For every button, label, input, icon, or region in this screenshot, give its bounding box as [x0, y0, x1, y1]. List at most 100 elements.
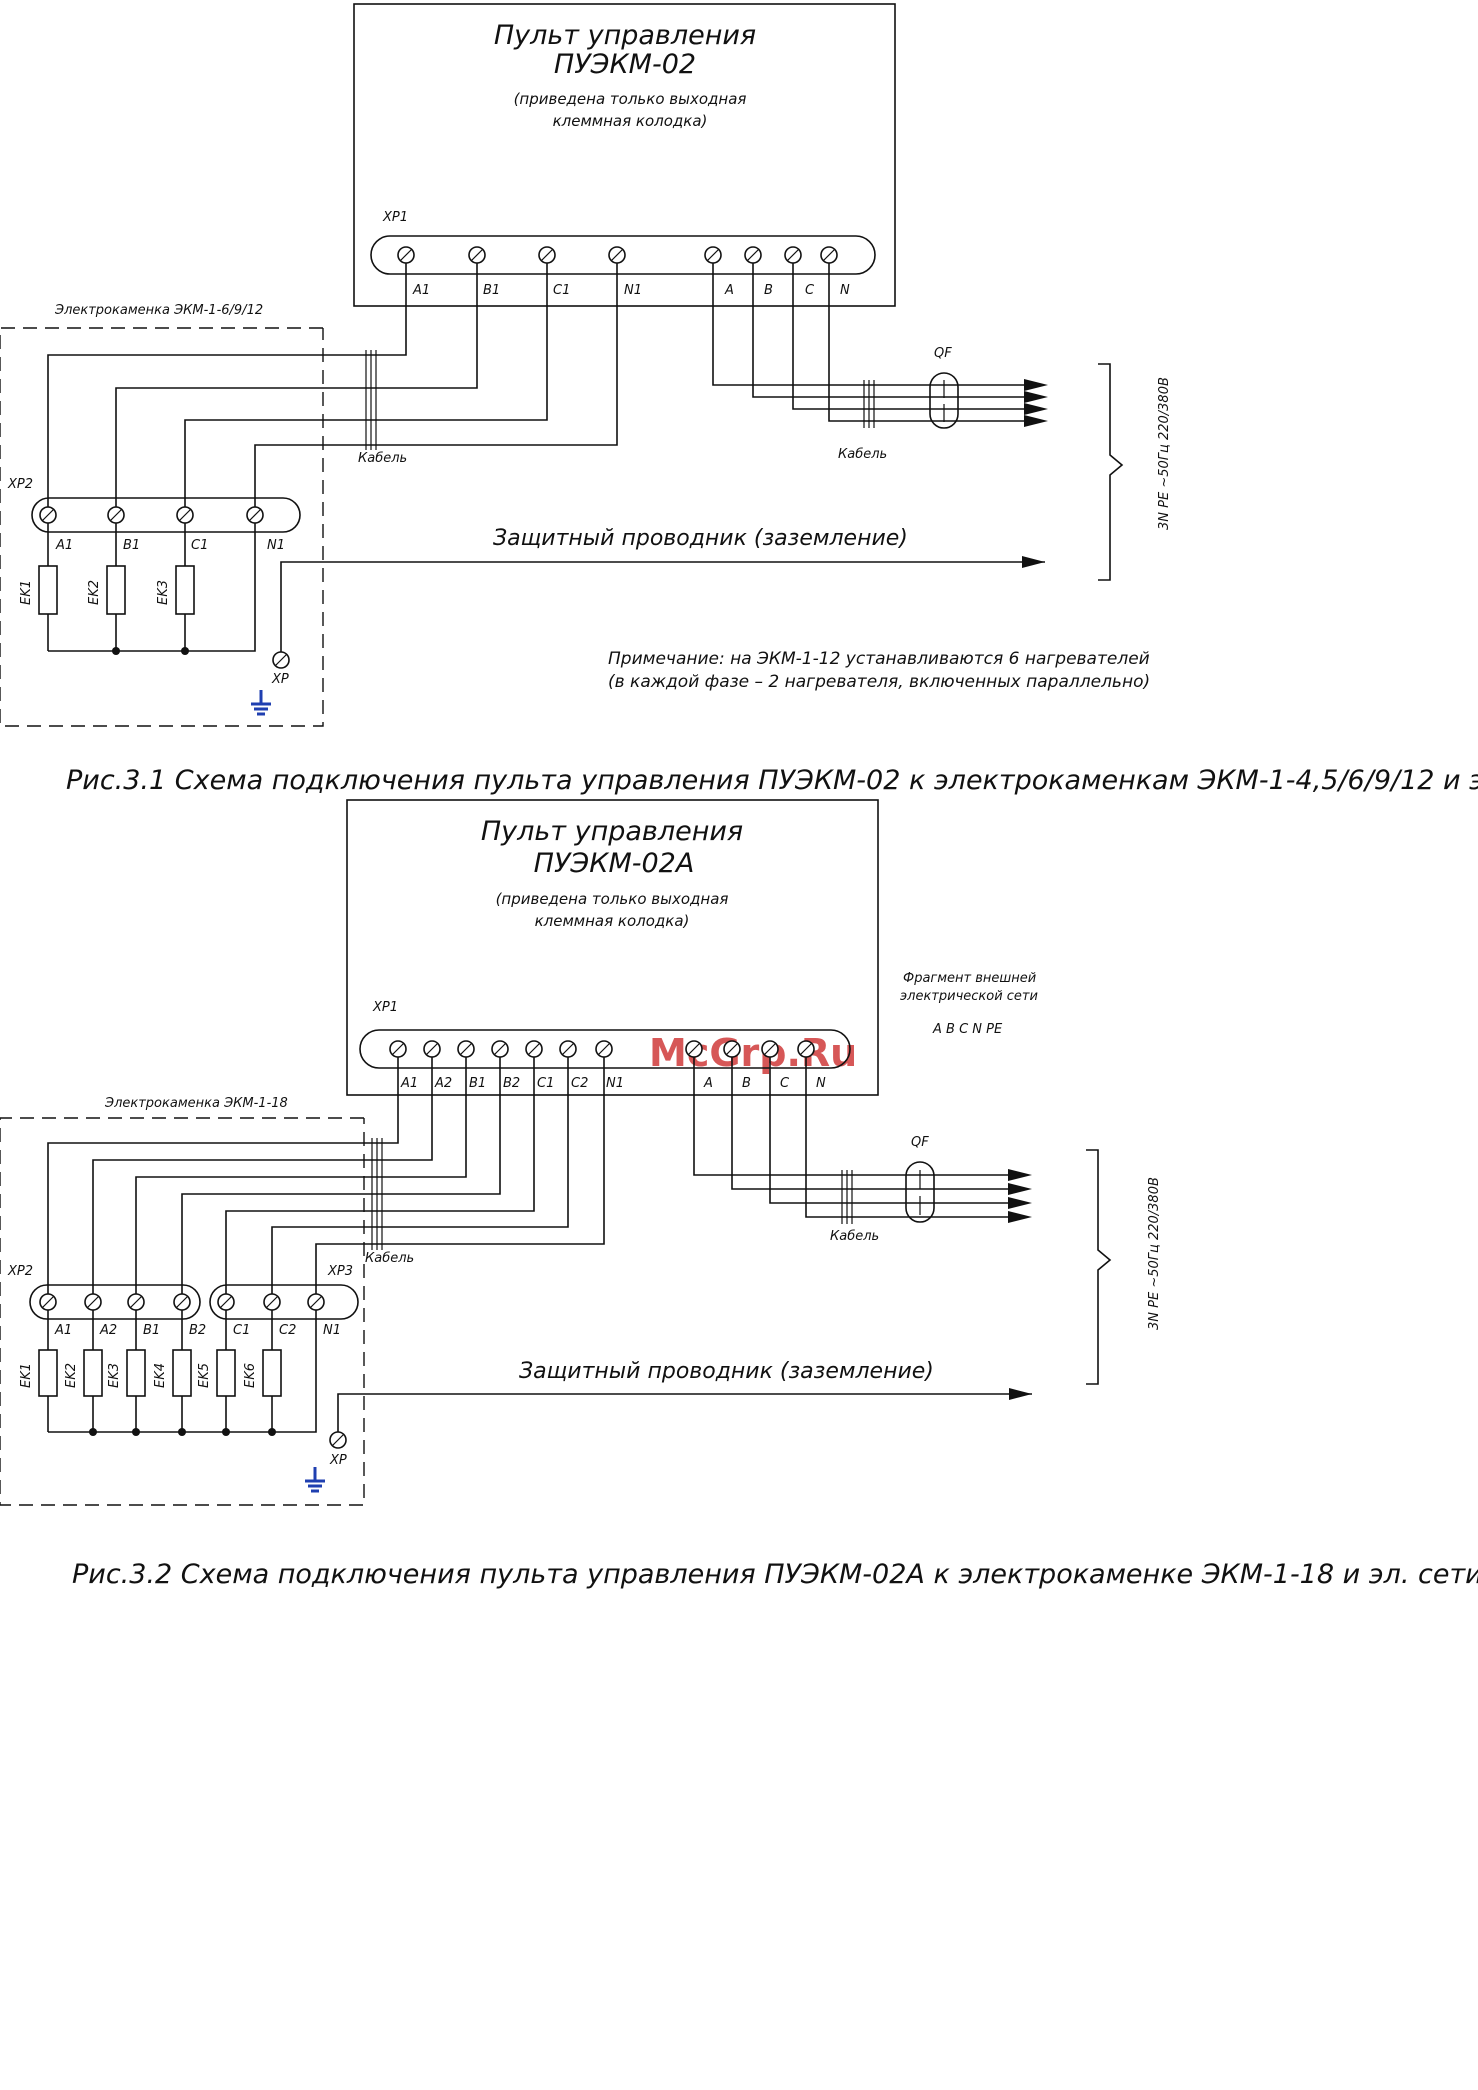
junction-dot: [181, 647, 189, 655]
heater-box-label: Электрокаменка ЭКМ-1-6/9/12: [54, 303, 263, 318]
xp1-term-c1: C1: [553, 283, 570, 298]
supply-label-2: 3N PE ~50Гц 220/380В: [1147, 1177, 1162, 1330]
heater-ek4-2-label: EK4: [153, 1363, 168, 1388]
xp1b-term-b2: B2: [503, 1076, 520, 1091]
circuit-breaker-qf: [929, 372, 959, 429]
ground-terminal-label-2: XP: [329, 1453, 347, 1468]
xp1-term-n: N: [840, 283, 850, 298]
ext-phases: A B C N PE: [932, 1022, 1003, 1037]
xp1-terminals-2: [389, 1040, 815, 1058]
xp1b-term-n1: N1: [606, 1076, 624, 1091]
note-line-2: (в каждой фазе – 2 нагревателя, включенн…: [608, 672, 1150, 692]
xp2-terminals: [39, 506, 264, 524]
protective-conductor: [280, 561, 1045, 652]
heater-wires-2: [47, 1310, 317, 1433]
ext-fragment-2: электрической сети: [900, 989, 1038, 1004]
circuit-breaker-qf-2: [905, 1161, 935, 1223]
xp1-label: XP1: [382, 210, 408, 225]
terminal-strip-xp1-2: [359, 1029, 851, 1069]
xp2-term-n1: N1: [267, 538, 285, 553]
caption-figure-3-2: Рис.3.2 Схема подключения пульта управле…: [72, 1559, 1478, 1590]
cable-wires-left-2: [47, 1057, 605, 1295]
xp3-term-c1: C1: [233, 1323, 250, 1338]
heater-ek5-2: [216, 1349, 236, 1397]
heater-ek1-2: [38, 1349, 58, 1397]
heater-ek2: [106, 565, 126, 615]
heater-ek3: [175, 565, 195, 615]
supply-brace-2: [1086, 1149, 1112, 1385]
heater-ek3-2-label: EK3: [107, 1363, 122, 1388]
cable-label-left: Кабель: [358, 451, 407, 466]
heater-ek5-2-label: EK5: [197, 1363, 212, 1388]
cable-label-right-2: Кабель: [830, 1229, 879, 1244]
junction-dots-2: [89, 1428, 276, 1436]
xp1b-term-n: N: [816, 1076, 826, 1091]
heater-ek2-2-label: EK2: [64, 1363, 79, 1388]
xp1b-term-a1: A1: [400, 1076, 418, 1091]
cable-label-left-2: Кабель: [365, 1251, 414, 1266]
panel2-note-1: (приведена только выходная: [496, 890, 729, 908]
caption-figure-3-1: Рис.3.1 Схема подключения пульта управле…: [66, 765, 1478, 796]
xp2b-term-a1: A1: [54, 1323, 72, 1338]
figure-3-1: Пульт управления ПУЭКМ-02 (приведена тол…: [0, 3, 1478, 796]
heater-ek1-2-label: EK1: [19, 1363, 34, 1388]
junction-dot: [112, 647, 120, 655]
xp1b-term-a: A: [703, 1076, 713, 1091]
panel-title-1: Пульт управления: [494, 20, 756, 51]
cable-wires-left: [47, 263, 618, 507]
heater-ek4-2: [172, 1349, 192, 1397]
protective-label-2: Защитный проводник (заземление): [519, 1359, 934, 1384]
supply-label: 3N PE ~50Гц 220/380В: [1157, 377, 1172, 530]
xp2-term-a1: A1: [55, 538, 73, 553]
terminal-strip-xp2-2: [29, 1284, 201, 1320]
xp2-label: XP2: [7, 477, 33, 492]
xp1b-term-c1: C1: [537, 1076, 554, 1091]
xp2-label-2: XP2: [7, 1264, 33, 1279]
supply-arrows: [1024, 379, 1048, 427]
heater-ek6-2: [262, 1349, 282, 1397]
heater-ek3-2: [126, 1349, 146, 1397]
xp1-term-a: A: [724, 283, 734, 298]
qf-label: QF: [934, 346, 952, 361]
xp2-term-c1: C1: [191, 538, 208, 553]
heater-box-ekm-1-18: [0, 1117, 365, 1506]
xp3-term-n1: N1: [323, 1323, 341, 1338]
control-panel-box: [353, 3, 896, 307]
xp1b-term-b: B: [742, 1076, 751, 1091]
xp1b-term-c2: C2: [571, 1076, 588, 1091]
xp2-xp3-terminals: [39, 1293, 325, 1311]
xp2b-term-b2: B2: [189, 1323, 206, 1338]
supply-wires-2: [693, 1057, 1015, 1218]
control-panel-box-2: [346, 799, 879, 1096]
protective-arrow-2: [1009, 1388, 1032, 1400]
supply-wires: [712, 263, 1030, 422]
xp2-term-b1: B1: [123, 538, 140, 553]
ground-icon-2: [305, 1467, 325, 1493]
supply-arrows-2: [1008, 1169, 1032, 1223]
panel-note-2: клеммная колодка): [553, 112, 708, 130]
xp1-term-c: C: [805, 283, 815, 298]
figure-3-2: Пульт управления ПУЭКМ-02А (приведена то…: [0, 799, 1478, 1590]
heater-ek2-2: [83, 1349, 103, 1397]
panel-note-1: (приведена только выходная: [514, 90, 747, 108]
panel-title-2: ПУЭКМ-02: [554, 49, 696, 80]
ground-terminal-label: XP: [271, 672, 289, 687]
xp1b-term-a2: A2: [434, 1076, 452, 1091]
panel2-title-2: ПУЭКМ-02А: [534, 848, 695, 879]
xp1-term-b1: B1: [483, 283, 500, 298]
xp1b-term-c: C: [780, 1076, 790, 1091]
terminal-strip-xp1: [370, 235, 876, 275]
xp1-term-a1: A1: [412, 283, 430, 298]
protective-label: Защитный проводник (заземление): [493, 526, 908, 551]
panel2-note-2: клеммная колодка): [535, 912, 690, 930]
heater-ek2-label: EK2: [87, 580, 102, 605]
terminal-strip-xp2: [31, 497, 301, 533]
panel2-title-1: Пульт управления: [481, 816, 743, 847]
xp1-terminals: [397, 246, 838, 264]
heater-box-2-label: Электрокаменка ЭКМ-1-18: [104, 1096, 288, 1111]
xp2b-term-a2: A2: [99, 1323, 117, 1338]
heater-ek3-label: EK3: [156, 580, 171, 605]
xp3-term-c2: C2: [279, 1323, 296, 1338]
xp3-label: XP3: [327, 1264, 353, 1279]
